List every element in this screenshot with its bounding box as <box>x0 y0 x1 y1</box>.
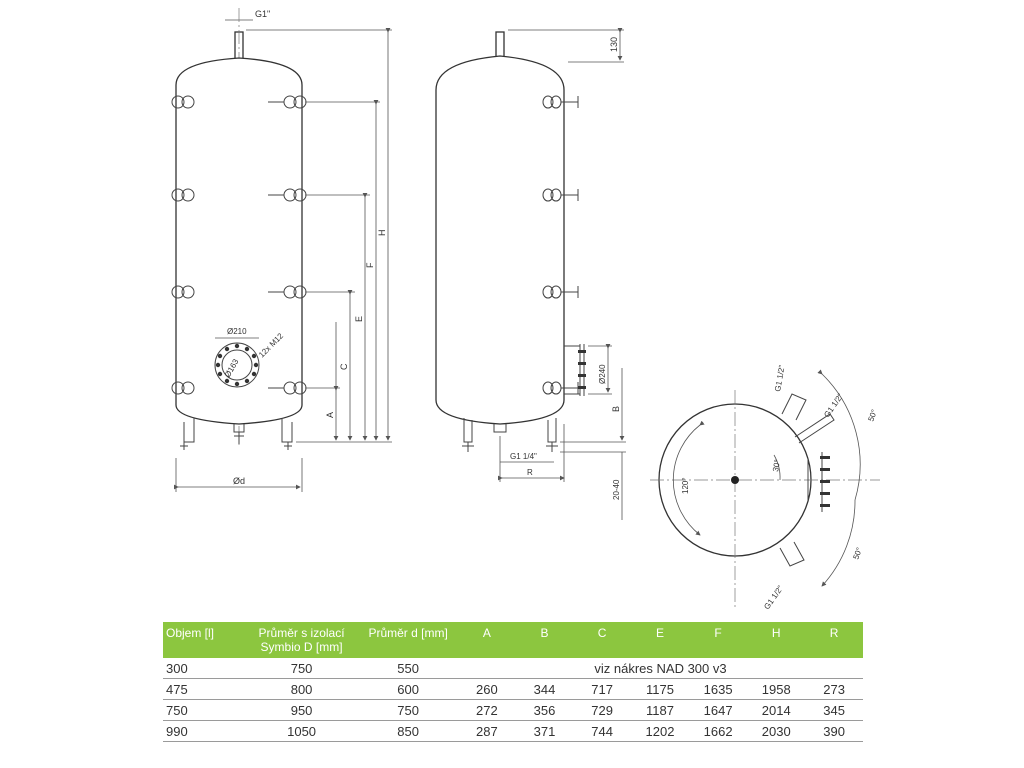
dim-c-label: C <box>339 363 349 370</box>
top-fitting-a-label: G1 1/2" <box>773 364 787 392</box>
cell: 717 <box>573 678 631 700</box>
side-top-dim-label: 130 <box>609 37 619 52</box>
cell: 2014 <box>747 699 806 721</box>
table-row: 750 950 750 272 356 729 1187 1647 2014 3… <box>163 699 863 721</box>
cell: 1187 <box>630 699 690 721</box>
cell: 550 <box>358 658 459 679</box>
cell: 750 <box>163 699 245 721</box>
table-row: 475 800 600 260 344 717 1175 1635 1958 2… <box>163 678 863 700</box>
top-angle-b-label: 50° <box>851 546 864 560</box>
top-fitting-c-label: G1 1/2" <box>762 584 785 611</box>
cell: 2030 <box>747 720 806 742</box>
cell: 300 <box>163 658 245 679</box>
side-dim-b-label: B <box>611 406 621 412</box>
cell: 1050 <box>244 720 359 742</box>
dim-a-label: A <box>325 412 335 418</box>
cell: 272 <box>458 699 516 721</box>
header-b: B <box>515 622 574 658</box>
header-h: H <box>747 622 806 658</box>
cell: 345 <box>805 699 863 721</box>
cell: 260 <box>458 678 516 700</box>
top-angle-d-label: 120° <box>681 477 690 494</box>
cell: 344 <box>515 678 574 700</box>
side-port-diameter-label: Ø240 <box>598 364 607 384</box>
table-header-row: Objem [l] Průměr s izolací Symbio D [mm]… <box>163 622 863 658</box>
cell: 1662 <box>689 720 748 742</box>
cell: 1958 <box>747 678 806 700</box>
cell: 1635 <box>689 678 748 700</box>
header-r: R <box>805 622 863 658</box>
cell: 750 <box>244 658 359 679</box>
header-objem: Objem [l] <box>163 622 245 658</box>
cell: 1175 <box>630 678 690 700</box>
header-prumer-izolace-text: Průměr s izolací Symbio D [mm] <box>258 626 345 654</box>
cell: 273 <box>805 678 863 700</box>
cell: 990 <box>163 720 245 742</box>
side-bottom-fitting-label: G1 1/4" <box>510 452 537 461</box>
technical-drawing: G1" <box>171 8 880 611</box>
dim-f-label: F <box>365 262 375 268</box>
header-a: A <box>458 622 516 658</box>
header-e: E <box>630 622 690 658</box>
cell: 744 <box>573 720 631 742</box>
cell: 600 <box>358 678 459 700</box>
cell: 850 <box>358 720 459 742</box>
flange-diameter-label: Ø210 <box>227 327 247 336</box>
dim-e-label: E <box>354 316 364 322</box>
top-fitting-b-label: G1 1/2" <box>822 392 845 419</box>
top-view: G1 1/2" G1 1/2" G1 1/2" 50° 50° 30° 120° <box>650 364 880 611</box>
front-top-fitting-label: G1" <box>255 9 270 19</box>
cell-note: viz nákres NAD 300 v3 <box>458 658 863 679</box>
side-dim-r-label: R <box>527 468 533 477</box>
cell: 729 <box>573 699 631 721</box>
header-f: F <box>689 622 748 658</box>
cell: 1202 <box>630 720 690 742</box>
header-prumer-izolace: Průměr s izolací Symbio D [mm] <box>244 622 359 658</box>
table-row: 300 750 550 viz nákres NAD 300 v3 <box>163 658 863 679</box>
dimensions-table: Objem [l] Průměr s izolací Symbio D [mm]… <box>163 622 863 742</box>
cell: 356 <box>515 699 574 721</box>
front-width-label: Ød <box>233 476 245 486</box>
cell: 750 <box>358 699 459 721</box>
header-c: C <box>573 622 631 658</box>
front-view: G1" <box>171 8 392 492</box>
cell: 1647 <box>689 699 748 721</box>
cell: 800 <box>244 678 359 700</box>
top-angle-c-label: 30° <box>771 459 782 472</box>
cell: 371 <box>515 720 574 742</box>
top-angle-a-label: 50° <box>866 408 879 422</box>
side-view: 130 Ø240 B G1 1/4" R 20-40 <box>435 28 626 520</box>
side-foot-range-label: 20-40 <box>612 479 621 500</box>
cell: 475 <box>163 678 245 700</box>
cell: 390 <box>805 720 863 742</box>
cell: 287 <box>458 720 516 742</box>
dim-h-label: H <box>377 230 387 237</box>
cell: 950 <box>244 699 359 721</box>
header-prumer-d: Průměr d [mm] <box>358 622 459 658</box>
table-row: 990 1050 850 287 371 744 1202 1662 2030 … <box>163 720 863 742</box>
